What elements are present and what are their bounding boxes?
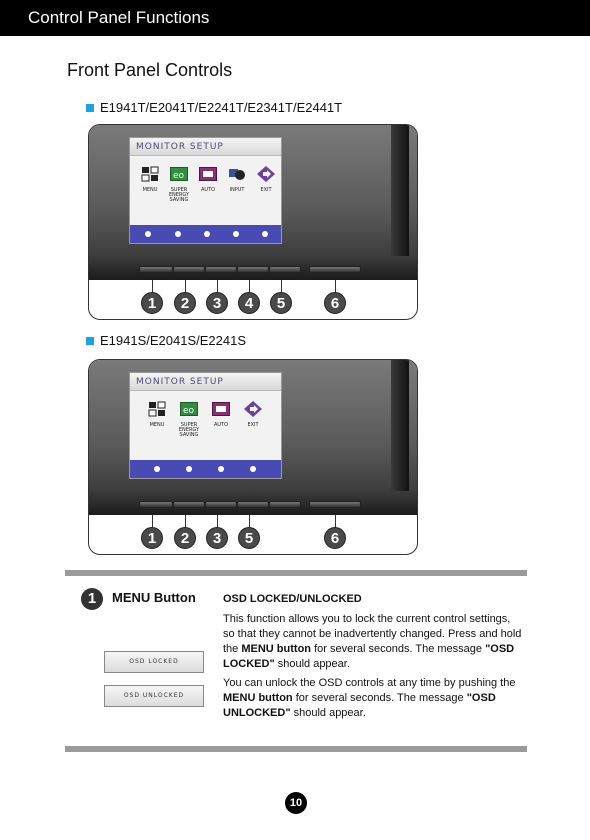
- osd-title: MONITOR SETUP: [130, 138, 281, 156]
- energy-saving-icon: eo: [170, 167, 188, 181]
- osd-item-super-energy-saving: eo SUPER ENERGY SAVING: [174, 401, 204, 438]
- osd-unlock-paragraph: You can unlock the OSD controls at any t…: [223, 677, 516, 719]
- unused-button[interactable]: [269, 501, 301, 508]
- osd-screen: MONITOR SETUP MENU eo SUPER ENERGY SAVIN…: [129, 372, 282, 479]
- divider-rule: [65, 746, 527, 752]
- callout-number: 5: [270, 292, 292, 314]
- input-icon: [229, 169, 245, 180]
- auto-icon: [212, 402, 230, 416]
- super-energy-button[interactable]: [173, 266, 205, 273]
- osd-screen: MONITOR SETUP MENU eo SUPER ENERGY SAVIN…: [129, 137, 282, 244]
- osd-dot-bar: [130, 460, 281, 478]
- osd-item-menu: MENU: [142, 401, 172, 428]
- menu-button[interactable]: [139, 501, 173, 508]
- model-line-s: E1941S/E2041S/E2241S: [86, 333, 246, 348]
- power-button[interactable]: [309, 501, 361, 508]
- grid-icon: [148, 401, 166, 417]
- svg-text:eo: eo: [173, 171, 185, 181]
- monitor-illustration-t: MONITOR SETUP MENU eo SUPER ENERGY SAVIN…: [88, 124, 418, 320]
- osd-dot-bar: [130, 225, 281, 243]
- callout-number: 5: [238, 527, 260, 549]
- header-bar: Control Panel Functions: [0, 0, 590, 36]
- exit-button[interactable]: [237, 501, 269, 508]
- blue-square-icon: [86, 336, 94, 345]
- osd-item-input: INPUT: [222, 166, 252, 193]
- super-energy-button[interactable]: [173, 501, 205, 508]
- page-number: 10: [285, 792, 307, 814]
- callout-number: 3: [206, 292, 228, 314]
- menu-button[interactable]: [139, 266, 173, 273]
- section-title: Front Panel Controls: [67, 60, 233, 80]
- auto-icon: [199, 167, 217, 181]
- callout-number: 3: [206, 527, 228, 549]
- monitor-bezel: MONITOR SETUP MENU eo SUPER ENERGY SAVIN…: [89, 125, 417, 280]
- callout-number: 1: [141, 527, 163, 549]
- osd-lock-paragraph: This function allows you to lock the cur…: [223, 613, 522, 670]
- model-line-t: E1941T/E2041T/E2241T/E2341T/E2441T: [86, 100, 342, 115]
- blue-square-icon: [86, 103, 94, 112]
- callout-number: 4: [238, 292, 260, 314]
- monitor-illustration-s: MONITOR SETUP MENU eo SUPER ENERGY SAVIN…: [88, 359, 418, 555]
- svg-text:eo: eo: [183, 406, 195, 416]
- callout-number: 1: [141, 292, 163, 314]
- callout-number: 2: [174, 292, 196, 314]
- osd-item-exit: EXIT: [251, 166, 281, 193]
- model-list-t: E1941T/E2041T/E2241T/E2341T/E2441T: [100, 100, 343, 115]
- monitor-bezel: MONITOR SETUP MENU eo SUPER ENERGY SAVIN…: [89, 360, 417, 515]
- osd-title: MONITOR SETUP: [130, 373, 281, 391]
- osd-item-auto: AUTO: [193, 166, 223, 193]
- osd-item-exit: EXIT: [238, 401, 268, 428]
- grid-icon: [141, 166, 159, 182]
- input-button[interactable]: [237, 266, 269, 273]
- osd-item-auto: AUTO: [206, 401, 236, 428]
- exit-icon: [257, 166, 275, 182]
- model-list-s: E1941S/E2041S/E2241S: [100, 333, 247, 348]
- power-button[interactable]: [309, 266, 361, 273]
- auto-button[interactable]: [205, 266, 237, 273]
- divider-rule: [65, 570, 527, 576]
- auto-button[interactable]: [205, 501, 237, 508]
- exit-button[interactable]: [269, 266, 301, 273]
- callout-number: 6: [324, 527, 346, 549]
- osd-locked-box: OSD LOCKED: [104, 651, 204, 673]
- menu-button-label: MENU Button: [112, 590, 196, 605]
- exit-icon: [244, 401, 262, 417]
- osd-item-menu: MENU: [135, 166, 165, 193]
- osd-lock-heading: OSD LOCKED/UNLOCKED: [223, 593, 362, 605]
- osd-item-super-energy-saving: eo SUPER ENERGY SAVING: [164, 166, 194, 203]
- osd-unlocked-box: OSD UNLOCKED: [104, 685, 204, 707]
- energy-saving-icon: eo: [180, 402, 198, 416]
- menu-button-number: 1: [81, 588, 103, 610]
- callout-number: 6: [324, 292, 346, 314]
- callout-number: 2: [174, 527, 196, 549]
- page-header-title: Control Panel Functions: [28, 8, 210, 27]
